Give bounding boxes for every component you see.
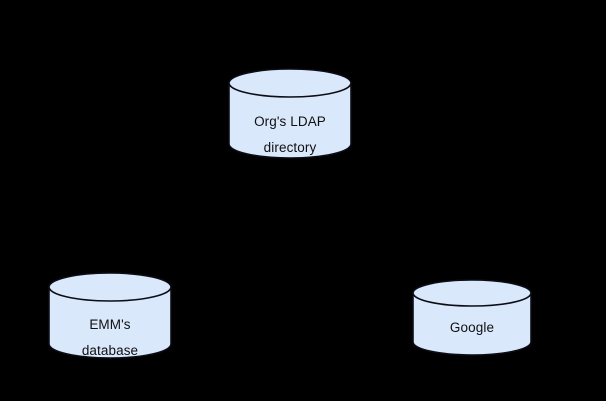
node-google[interactable]: Google xyxy=(412,279,532,356)
node-org-ldap-directory[interactable]: Org's LDAP directory xyxy=(228,68,352,159)
cylinder-shape-icon xyxy=(228,68,352,159)
node-emm-database[interactable]: EMM's database xyxy=(48,272,172,359)
cylinder-shape-icon xyxy=(48,272,172,359)
cylinder-shape-icon xyxy=(412,279,532,356)
